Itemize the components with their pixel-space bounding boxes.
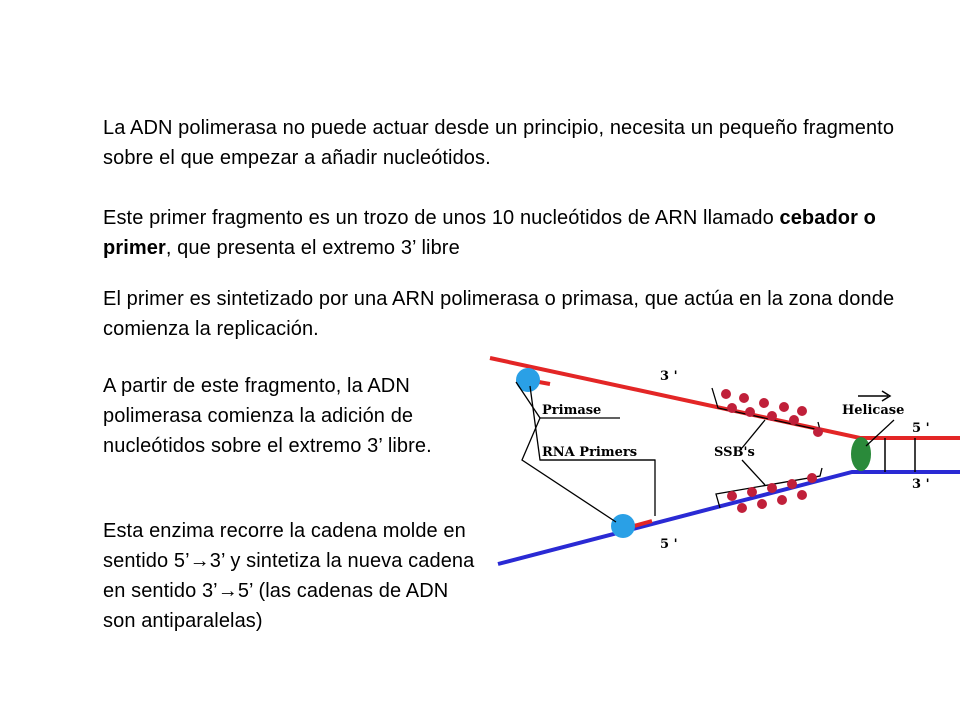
ssb-protein [759, 398, 769, 408]
ssb-protein [797, 406, 807, 416]
paragraph-primer-need: La ADN polimerasa no puede actuar desde … [103, 117, 895, 169]
paragraph-polymerase-addition: A partir de este fragmento, la ADN polim… [103, 375, 432, 457]
paragraph-primase: El primer es sintetizado por una ARN pol… [103, 288, 895, 340]
primer-term: cebador o primer [103, 207, 876, 259]
ssb-protein [757, 499, 767, 509]
label-primase: Primase [542, 403, 601, 418]
pointer-ssb-top [741, 419, 766, 449]
primase-molecule-bottom [611, 514, 635, 538]
ssb-protein [727, 491, 737, 501]
label-ssbs: SSB's [714, 445, 755, 460]
ssb-protein [789, 415, 799, 425]
pointer-ssb-bottom [741, 459, 766, 486]
ssb-protein [779, 402, 789, 412]
primase-molecule-top [516, 368, 540, 392]
ssb-proteins-bottom [727, 473, 817, 513]
label-top-left-end: 3 ' [660, 369, 678, 384]
ssb-protein [777, 495, 787, 505]
replication-fork-diagram: 3 ' 5 ' Primase RNA Primers SSB's Helica… [489, 356, 960, 566]
ssb-protein [747, 487, 757, 497]
label-helicase: Helicase [842, 403, 904, 418]
ssb-protein [813, 427, 823, 437]
label-bottom-left-end: 5 ' [660, 537, 678, 552]
pointer-primase [515, 381, 617, 523]
ssb-protein [767, 411, 777, 421]
ssb-proteins-top [721, 389, 823, 437]
ssb-protein [807, 473, 817, 483]
helicase-molecule [851, 437, 871, 471]
primer-definition-text: Este primer fragmento es un trozo de uno… [103, 207, 780, 229]
ssb-protein [797, 490, 807, 500]
ssb-protein [721, 389, 731, 399]
paragraph-primer-definition: Este primer fragmento es un trozo de uno… [103, 203, 903, 263]
ssb-protein [737, 503, 747, 513]
label-right-bottom-end: 3 ' [912, 477, 930, 492]
ssb-protein [739, 393, 749, 403]
ssb-protein [767, 483, 777, 493]
ssb-protein [745, 407, 755, 417]
label-rna-primers: RNA Primers [542, 445, 637, 460]
paragraph-direction: Esta enzima recorre la cadena molde en s… [103, 520, 475, 632]
primer-definition-end: , que presenta el extremo 3’ libre [165, 237, 460, 259]
pointer-helicase [865, 419, 895, 447]
ssb-protein [727, 403, 737, 413]
bottom-strand [497, 470, 960, 566]
ssb-protein [787, 479, 797, 489]
label-right-top-end: 5 ' [912, 421, 930, 436]
helicase-arrowhead [881, 390, 892, 402]
